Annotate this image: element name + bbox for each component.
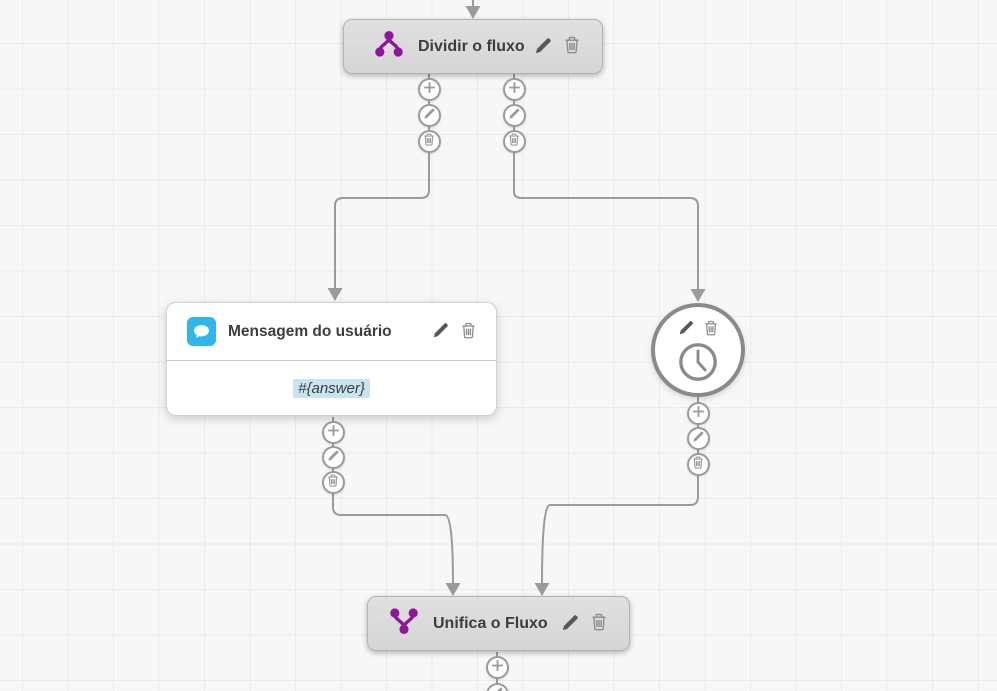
- node-actions: [561, 613, 607, 635]
- pencil-icon: [423, 107, 436, 123]
- pencil-icon: [508, 107, 521, 123]
- trash-icon: [461, 322, 476, 342]
- add-block-button[interactable]: [502, 77, 526, 101]
- node-actions: [678, 319, 718, 339]
- delete-connection-button[interactable]: [502, 129, 526, 153]
- delete-node-button[interactable]: [591, 613, 607, 634]
- pencil-icon: [534, 36, 553, 58]
- edit-node-button[interactable]: [678, 319, 695, 339]
- trash-icon: [327, 474, 339, 490]
- node-split-flow[interactable]: Dividir o fluxo: [343, 19, 603, 74]
- merge-icon: [389, 607, 419, 640]
- chat-bubble-icon: [187, 317, 216, 346]
- delete-connection-button[interactable]: [417, 129, 441, 153]
- pencil-icon: [678, 319, 695, 339]
- edit-node-button[interactable]: [432, 321, 450, 342]
- message-variable: #{answer}: [293, 378, 370, 398]
- plus-icon: [491, 659, 504, 675]
- node-title: Dividir o fluxo: [418, 37, 525, 55]
- split-icon: [374, 30, 404, 63]
- node-merge-flow[interactable]: Unifica o Fluxo: [367, 596, 630, 651]
- node-header: Mensagem do usuário: [167, 303, 496, 361]
- trash-icon: [704, 320, 718, 339]
- edit-connection-button[interactable]: [502, 103, 526, 127]
- edit-node-button[interactable]: [561, 613, 580, 635]
- trash-icon: [508, 133, 520, 149]
- add-block-button[interactable]: [485, 655, 509, 679]
- edit-connection-button[interactable]: [686, 426, 710, 450]
- node-title: Unifica o Fluxo: [433, 614, 548, 632]
- edit-connection-button[interactable]: [321, 445, 345, 469]
- pencil-icon: [561, 613, 580, 635]
- node-title: Mensagem do usuário: [228, 322, 392, 340]
- plus-icon: [692, 405, 705, 421]
- add-block-button[interactable]: [417, 77, 441, 101]
- trash-icon: [692, 456, 704, 472]
- node-actions: [534, 36, 580, 58]
- node-timer[interactable]: [651, 303, 745, 397]
- edit-node-button[interactable]: [534, 36, 553, 58]
- pencil-icon: [491, 686, 504, 691]
- pencil-icon: [692, 430, 705, 446]
- pencil-icon: [327, 449, 340, 465]
- edit-connection-button[interactable]: [417, 103, 441, 127]
- add-block-button[interactable]: [686, 401, 710, 425]
- clock-icon: [677, 341, 719, 388]
- plus-icon: [508, 81, 521, 97]
- trash-icon: [423, 133, 435, 149]
- node-body: #{answer}: [167, 361, 496, 415]
- delete-connection-button[interactable]: [321, 470, 345, 494]
- delete-node-button[interactable]: [461, 322, 476, 342]
- node-user-message[interactable]: Mensagem do usuário #{answer}: [166, 302, 497, 416]
- trash-icon: [564, 36, 580, 57]
- pencil-icon: [432, 321, 450, 342]
- plus-icon: [423, 81, 436, 97]
- delete-node-button[interactable]: [564, 36, 580, 57]
- plus-icon: [327, 424, 340, 440]
- delete-node-button[interactable]: [704, 320, 718, 339]
- node-actions: [432, 321, 476, 342]
- trash-icon: [591, 613, 607, 634]
- delete-connection-button[interactable]: [686, 452, 710, 476]
- add-block-button[interactable]: [321, 420, 345, 444]
